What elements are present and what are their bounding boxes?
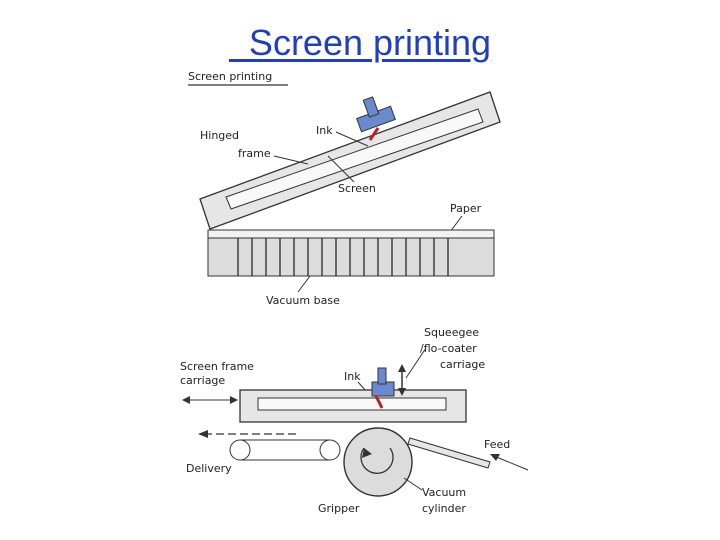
label-feed: Feed (484, 438, 510, 451)
delivery-path (198, 430, 341, 461)
label-carriage-left: carriage (180, 374, 225, 387)
squeegee-bottom (371, 364, 406, 409)
diagram-heading: Screen printing (188, 70, 272, 83)
screen-frame-carriage (239, 389, 467, 423)
label-ink-bottom: Ink (344, 370, 361, 383)
hinged-frame (199, 91, 501, 230)
slide-title: Screen printing (228, 22, 492, 63)
label-delivery: Delivery (186, 462, 232, 475)
label-vacuum-base: Vacuum base (266, 294, 340, 307)
label-cylinder: cylinder (422, 502, 466, 515)
label-hinged: Hinged (200, 129, 239, 142)
label-ink-top: Ink (316, 124, 333, 137)
feed-arrow (493, 455, 529, 471)
label-vacuum-cyl: Vacuum (422, 486, 466, 499)
feed-tray (407, 437, 491, 469)
label-gripper: Gripper (318, 502, 360, 515)
vacuum-cylinder (343, 427, 413, 497)
squeegee-top (356, 96, 396, 141)
label-flo-coater: /flo-coater (420, 342, 477, 355)
label-paper: Paper (450, 202, 482, 215)
label-screen-frame: Screen frame (180, 360, 254, 373)
label-screen: Screen (338, 182, 376, 195)
vacuum-base (207, 229, 495, 277)
label-carriage-top: carriage (440, 358, 485, 371)
screen-printing-diagram: Screen printing Hinged frame Ink Screen … (180, 70, 529, 515)
label-frame: frame (238, 147, 271, 160)
label-squeegee: Squeegee (424, 326, 479, 339)
